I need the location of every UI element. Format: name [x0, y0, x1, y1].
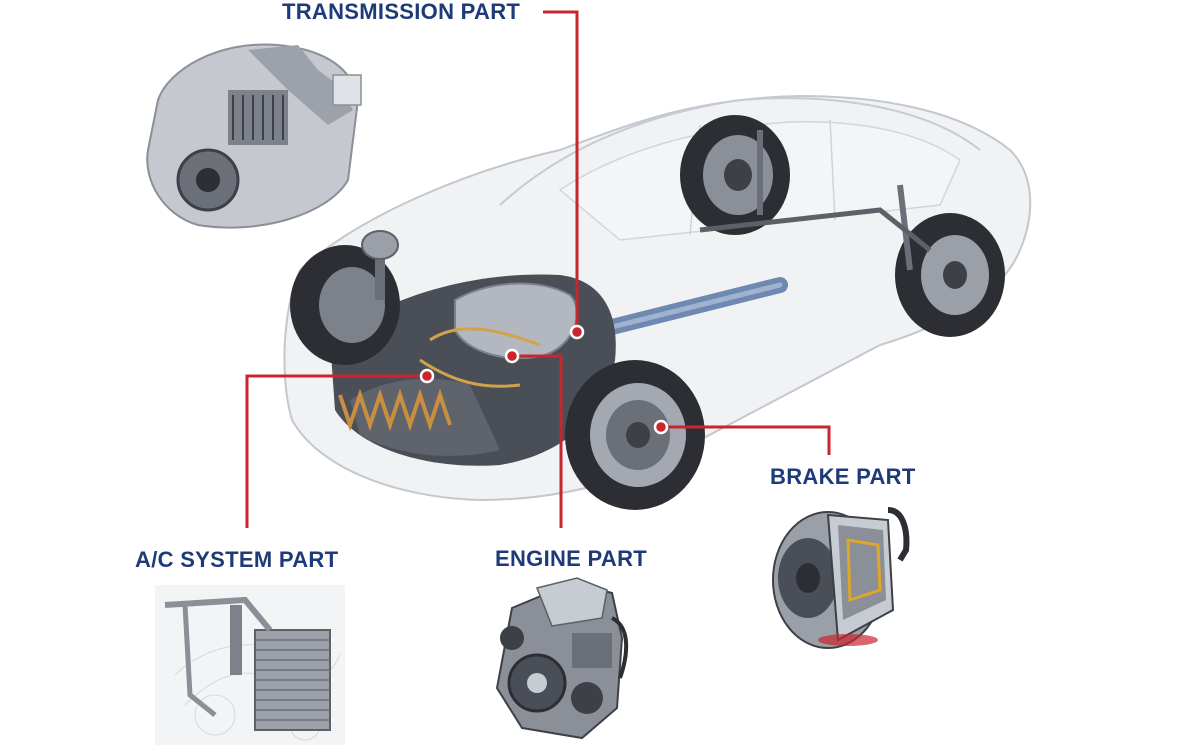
disc-brake-caliper-icon — [772, 507, 910, 649]
transmission-leader-line — [543, 10, 579, 330]
part-markers — [419, 324, 669, 435]
drive-shaft — [592, 277, 788, 338]
ac-system-part-label[interactable]: A/C SYSTEM PART — [135, 547, 339, 572]
ac-condenser-icon — [155, 585, 345, 745]
brake-leader-line — [663, 425, 831, 455]
transmission-part-label[interactable]: TRANSMISSION PART — [282, 0, 521, 24]
front-right-wheel — [565, 360, 705, 510]
car-cutaway-illustration — [283, 94, 1032, 510]
leader-lines — [245, 10, 831, 528]
ac-system-leader-line — [245, 374, 427, 528]
transmission-gearbox-icon — [146, 43, 362, 229]
rear-right-wheel — [895, 213, 1005, 337]
engine-block-icon — [495, 577, 629, 740]
rear-suspension — [699, 130, 932, 271]
front-left-wheel — [290, 230, 400, 365]
engine-marker[interactable] — [504, 348, 520, 364]
engine-bay — [330, 274, 616, 466]
car-roof-outline — [499, 97, 981, 206]
engine-leader-line — [512, 354, 563, 528]
brake-part-label[interactable]: BRAKE PART — [770, 464, 916, 489]
rear-wheel — [680, 115, 790, 235]
ac-system-marker[interactable] — [419, 368, 435, 384]
transmission-marker[interactable] — [569, 324, 585, 340]
brake-marker[interactable] — [653, 419, 669, 435]
engine-part-label[interactable]: ENGINE PART — [495, 546, 648, 571]
